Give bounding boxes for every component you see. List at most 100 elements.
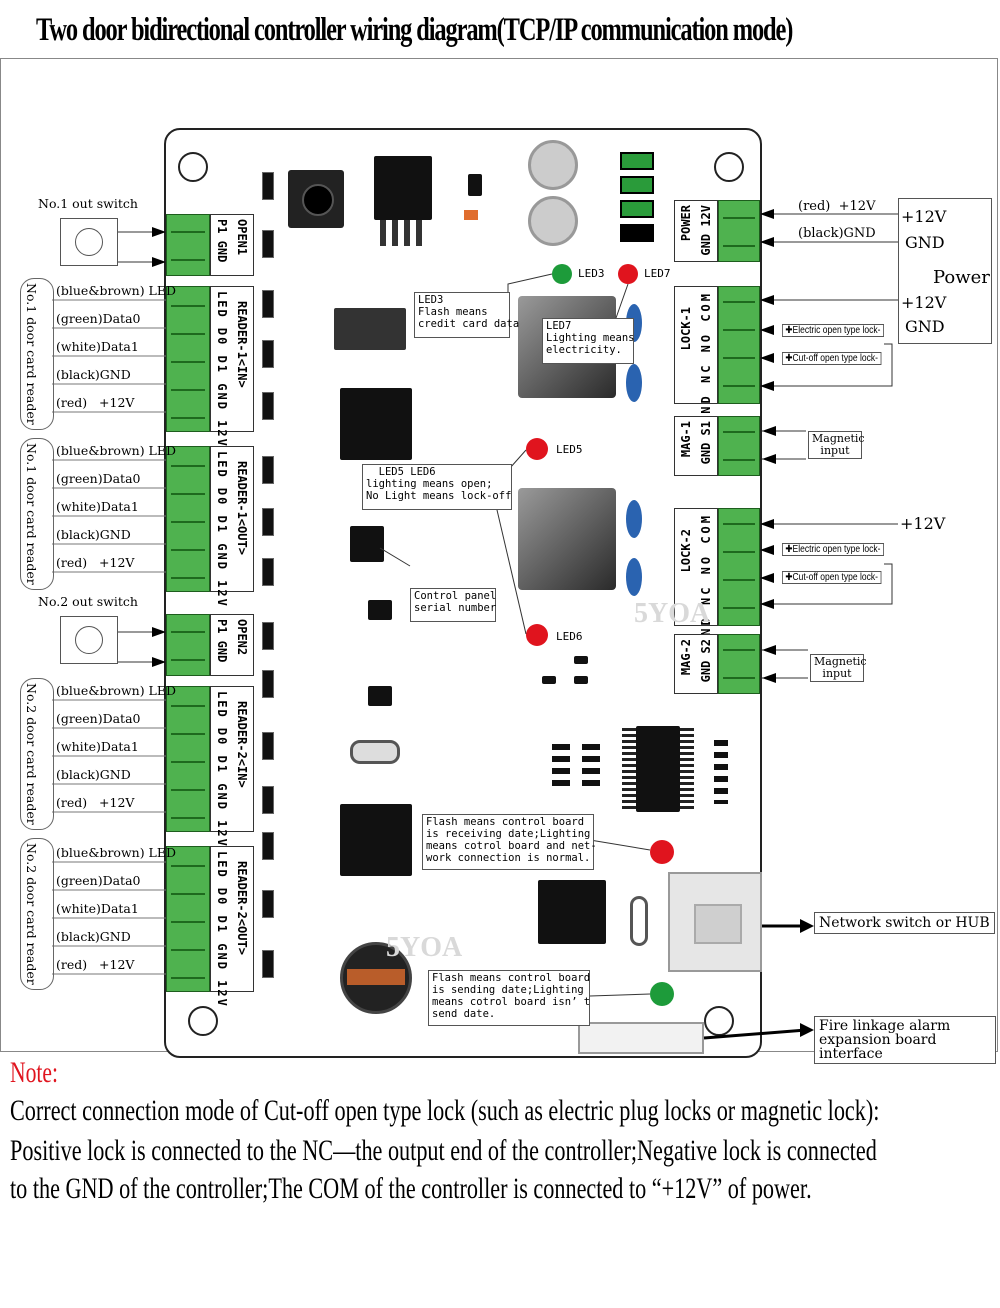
- battery-holder: [340, 942, 412, 1014]
- seven-segment-display: [350, 526, 384, 562]
- diode: [626, 364, 642, 402]
- switch-button-icon: [75, 626, 103, 654]
- terminal-reader2-out-label: LED D0 D1 GND 12V READER-2<OUT>: [210, 846, 254, 1008]
- terminal-reader2-in-label: LED D0 D1 GND 12V READER-2<IN>: [210, 686, 254, 848]
- out-switch-1-label: No.1 out switch: [38, 196, 138, 211]
- terminal-mag1-label: MAG-1 GND S1: [674, 416, 718, 476]
- terminal-reader2-out: [166, 846, 210, 992]
- led5-label: LED5: [556, 443, 583, 456]
- wire-led-label: (blue&brown) LED: [56, 443, 177, 458]
- wire-gnd-label: (black)GND: [56, 767, 131, 782]
- smd: [262, 340, 274, 368]
- terminal-reader1-out: [166, 446, 210, 592]
- crystal: [630, 896, 648, 946]
- transistor: [468, 174, 482, 196]
- terminal-open2-label: P1 GND OPEN2: [210, 614, 254, 676]
- magnetic-input-1: Magnetic input: [808, 431, 865, 459]
- relay-2: [518, 488, 616, 590]
- callout-send: Flash means control board is sending dat…: [428, 970, 590, 1026]
- electric-lock-label-2: ✚Electric open type lock-: [782, 543, 884, 556]
- electric-lock-label-1: ✚Electric open type lock-: [782, 324, 884, 337]
- smd-array: [582, 744, 600, 790]
- led6-label: LED6: [556, 630, 583, 643]
- wire-data0-label: (green)Data0: [56, 471, 141, 486]
- terminal-reader1-in: [166, 286, 210, 432]
- led3-label: LED3: [578, 267, 605, 280]
- smd: [262, 392, 274, 420]
- mount-hole: [188, 1006, 218, 1036]
- reader-group-3: No.2 door card reader: [20, 678, 54, 830]
- wire-data1-label: (white)Data1: [56, 901, 139, 916]
- out-switch-1: [60, 218, 118, 266]
- smd: [262, 832, 274, 860]
- network-chip: [340, 804, 412, 876]
- voltage-regulator: [374, 156, 432, 220]
- network-send-led: [650, 982, 674, 1006]
- smd: [262, 172, 274, 200]
- wire-led-label: (blue&brown) LED: [56, 683, 177, 698]
- capacitor: [528, 140, 578, 190]
- wire-red-12v-label: (red) +12V: [798, 199, 876, 214]
- status-led-bar: [620, 176, 654, 194]
- reset-button: [288, 170, 344, 228]
- wire-black-gnd-label: (black)GND: [798, 226, 876, 241]
- cutoff-lock-label-1: ✚Cut-off open type lock-: [782, 352, 882, 365]
- wire-12v-label: (red) +12V: [56, 795, 135, 810]
- callout-led5-led6: LED5 LED6 lighting means open; No Light …: [362, 464, 512, 510]
- cutoff-lock-label-2: ✚Cut-off open type lock-: [782, 571, 882, 584]
- wire-led-label: (blue&brown) LED: [56, 845, 177, 860]
- wire-data1-label: (white)Data1: [56, 339, 139, 354]
- out-switch-2-label: No.2 out switch: [38, 594, 138, 609]
- smd: [262, 508, 274, 536]
- smd: [574, 656, 588, 664]
- smd-resistor: [464, 210, 478, 220]
- smd: [262, 622, 274, 650]
- wire-data1-label: (white)Data1: [56, 739, 139, 754]
- terminal-open1: [166, 214, 210, 276]
- diode: [626, 500, 642, 538]
- smd: [262, 950, 274, 978]
- out-switch-2: [60, 616, 118, 664]
- wire-data1-label: (white)Data1: [56, 499, 139, 514]
- watermark: 5YOA: [386, 932, 463, 963]
- smd: [262, 290, 274, 318]
- wire-12v-label: (red) +12V: [56, 555, 135, 570]
- regulator-pins: [380, 220, 426, 246]
- smd: [262, 786, 274, 814]
- terminal-lock2-label: LOCK-2 GND NC NO COM: [674, 508, 718, 646]
- power-supply-box: +12V GND Power +12V GND: [898, 198, 992, 344]
- smd-array: [552, 744, 570, 790]
- smd: [262, 890, 274, 918]
- reader-group-4: No.2 door card reader: [20, 838, 54, 990]
- wire-12v-label: (red) +12V: [56, 395, 135, 410]
- wire-led-label: (blue&brown) LED: [56, 283, 177, 298]
- smd-chip: [368, 686, 392, 706]
- switch-button-icon: [75, 228, 103, 256]
- note-line-1: Correct connection mode of Cut-off open …: [10, 1094, 880, 1127]
- note-line-2: Positive lock is connected to the NC—the…: [10, 1134, 877, 1167]
- terminal-lock2: [718, 508, 760, 626]
- soic-chip: [636, 726, 680, 812]
- terminal-mag1: [718, 416, 760, 476]
- lock2-12v-label: +12V: [900, 514, 946, 533]
- smd: [262, 558, 274, 586]
- page-title: Two door bidirectional controller wiring…: [36, 12, 793, 48]
- callout-receive: Flash means control board is receiving d…: [422, 814, 597, 870]
- reader-group-1: No.1 door card reader: [20, 278, 54, 430]
- terminal-power-label: POWER GND 12V: [674, 200, 718, 262]
- smd: [574, 676, 588, 684]
- status-led-bar: [620, 200, 654, 218]
- led7-indicator: [618, 264, 638, 284]
- callout-led3: LED3 Flash means credit card data: [414, 292, 519, 338]
- terminal-open2: [166, 614, 210, 676]
- terminal-open1-label: P1 GND OPEN1: [210, 214, 254, 276]
- network-receive-led: [650, 840, 674, 864]
- smd: [262, 732, 274, 760]
- mount-hole: [704, 1006, 734, 1036]
- smd: [262, 456, 274, 484]
- terminal-lock1: [718, 286, 760, 404]
- smd: [262, 230, 274, 258]
- status-led-bar: [620, 152, 654, 170]
- terminal-power: [718, 200, 760, 262]
- terminal-lock1-label: LOCK-1 GND NC NO COM: [674, 286, 718, 424]
